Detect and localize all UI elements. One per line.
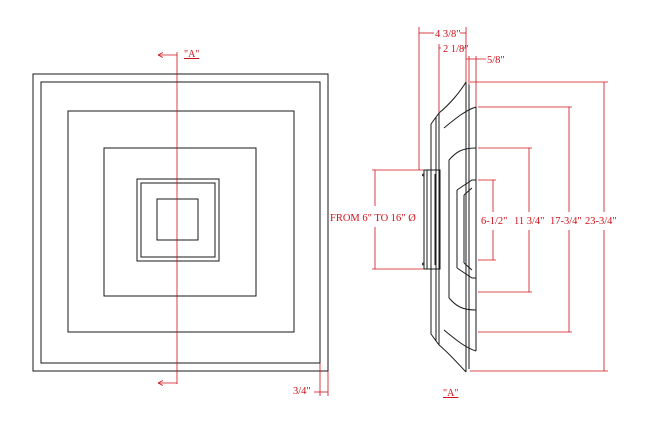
frame-ring-3 [67,110,295,333]
cone-bottom [448,297,477,311]
neck-collar [423,169,441,270]
outer-curve-top [438,81,467,114]
neck-outer [136,178,220,262]
flange-cap-top [430,112,440,125]
flange-cap-bottom [430,333,440,346]
section-arrowhead-top [157,52,164,58]
center-square [156,198,199,241]
dim-overall-label: 23-3/4" [585,216,617,227]
dim-5-8-label: 5/8" [487,55,505,66]
section-title: "A" [443,388,458,399]
curve-second-bottom [443,329,477,352]
outer-frame [32,73,329,372]
inner-cone-top [456,179,476,191]
curve-second-top [443,106,477,129]
front-view: "A" 3/4" [32,49,329,397]
dim-3-4-label: 3/4" [293,386,311,397]
outer-curve-bottom [438,344,467,373]
section-arrowhead-bottom [157,380,164,386]
side-view: FROM 6" TO 16" Ø 4 3/8" 2 1/8" 5/8" 6-1/… [330,27,617,399]
section-label-top: "A" [184,49,199,60]
frame-ring-2 [40,81,321,364]
inner-cone-bevel [463,187,473,271]
dim-third-label: 17-3/4" [550,216,582,227]
dim-neck-label: FROM 6" TO 16" Ø [330,213,416,224]
neck-bead [422,173,425,266]
dim-4-3-8-label: 4 3/8" [435,29,461,40]
dim-2-1-8-label: 2 1/8" [443,44,469,55]
dim-second-label: 11 3/4" [514,216,544,227]
cone-top [448,147,477,161]
inner-cone-bottom [456,267,476,279]
neck-inner [140,182,216,258]
frame-ring-4 [103,147,257,297]
dim-inner-label: 6-1/2" [481,216,507,227]
